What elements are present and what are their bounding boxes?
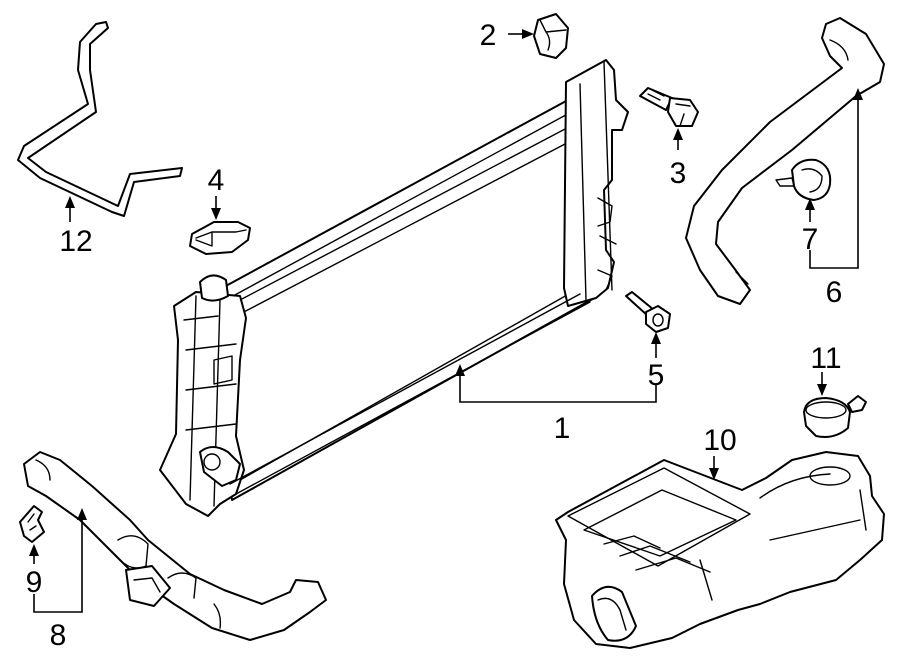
callout-5: 5 (648, 359, 665, 392)
arrow-10 (709, 468, 719, 480)
part-3-bolt (639, 87, 699, 127)
callout-2: 2 (480, 19, 497, 52)
callout-10: 10 (703, 424, 736, 457)
leader-6 (809, 100, 859, 269)
part-7-clamp (775, 158, 832, 201)
part-12-overflow-hose (17, 21, 183, 217)
arrow-4 (211, 208, 221, 220)
callout-labels: 1 2 3 4 5 6 7 8 9 10 11 12 (26, 19, 843, 652)
arrow-3 (673, 128, 683, 140)
part-4-cap (189, 221, 251, 255)
arrow-2 (522, 29, 534, 39)
arrow-11 (817, 384, 827, 396)
callout-6: 6 (826, 276, 843, 309)
arrow-6 (853, 88, 863, 100)
callout-8: 8 (50, 619, 67, 652)
arrow-5 (651, 332, 661, 344)
callout-11: 11 (810, 342, 841, 375)
callout-12: 12 (59, 225, 92, 258)
arrow-12 (65, 196, 75, 208)
part-2-insulator (533, 13, 569, 59)
callout-4: 4 (208, 164, 225, 197)
arrow-8 (77, 508, 87, 520)
part-8-lower-hose (23, 451, 327, 641)
part-11-reservoir-cap (803, 395, 867, 438)
callout-9: 9 (26, 566, 43, 599)
leader-lines (29, 29, 863, 613)
arrow-7 (805, 198, 815, 210)
leader-1 (459, 372, 657, 403)
part-10-reservoir (555, 451, 885, 649)
callout-3: 3 (670, 157, 687, 190)
callout-1: 1 (554, 412, 571, 445)
callout-7: 7 (802, 223, 819, 256)
arrow-9 (29, 544, 39, 556)
part-5-bolt (625, 291, 671, 333)
arrow-1 (455, 364, 465, 376)
part-1-radiator (159, 59, 629, 517)
part-6-upper-hose (685, 17, 885, 305)
leader-8 (33, 520, 83, 613)
part-9-clamp (19, 505, 45, 543)
